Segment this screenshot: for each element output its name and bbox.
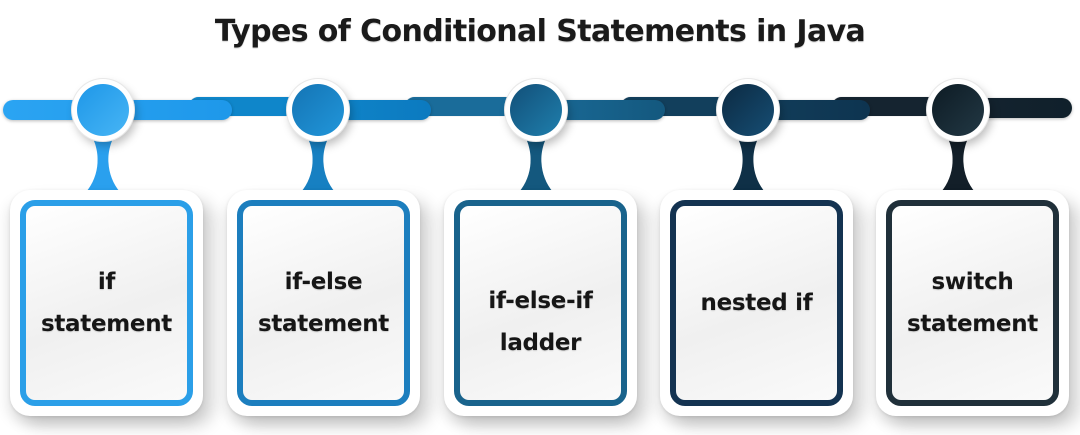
node-circle bbox=[292, 84, 344, 136]
card-if-else-if-ladder: if-else-if ladder bbox=[444, 190, 637, 416]
card-label: if-else-if ladder bbox=[488, 280, 593, 364]
timeline-node-switch-statement bbox=[927, 79, 989, 141]
card-frame: if statement bbox=[20, 200, 193, 406]
card-label: if statement bbox=[41, 261, 172, 345]
card-label-line: statement bbox=[40, 311, 173, 337]
card-switch-statement: switch statement bbox=[876, 190, 1069, 416]
card-label-line: nested if bbox=[700, 290, 813, 316]
card-label: switch statement bbox=[907, 261, 1038, 345]
card-nested-if: nested if bbox=[660, 190, 853, 416]
node-stem bbox=[86, 134, 120, 192]
card-label-line: if-else bbox=[284, 269, 363, 295]
card-if-statement: if statement bbox=[10, 190, 203, 416]
page-title: Types of Conditional Statements in Java bbox=[214, 14, 866, 49]
card-label-line: switch bbox=[931, 269, 1014, 295]
card-frame: nested if bbox=[670, 200, 843, 406]
node-circle bbox=[77, 84, 129, 136]
timeline-node-if-statement bbox=[72, 79, 134, 141]
timeline-node-if-else-if-ladder bbox=[505, 79, 567, 141]
card-label-line: if-else-if bbox=[488, 288, 593, 314]
node-circle bbox=[722, 84, 774, 136]
node-stem bbox=[301, 134, 335, 192]
card-frame: if-else statement bbox=[237, 200, 410, 406]
card-label: if-else statement bbox=[258, 261, 389, 345]
timeline-node-if-else-statement bbox=[287, 79, 349, 141]
node-stem bbox=[519, 134, 553, 192]
card-frame: if-else-if ladder bbox=[454, 200, 627, 406]
node-circle bbox=[932, 84, 984, 136]
card-label-line: if bbox=[97, 269, 116, 295]
node-circle bbox=[510, 84, 562, 136]
card-if-else-statement: if-else statement bbox=[227, 190, 420, 416]
card-label-line: statement bbox=[906, 311, 1039, 337]
card-frame: switch statement bbox=[886, 200, 1059, 406]
card-label-line: statement bbox=[257, 311, 390, 337]
node-stem bbox=[731, 134, 765, 192]
card-label-line: ladder bbox=[499, 330, 582, 356]
node-stem bbox=[941, 134, 975, 192]
timeline-node-nested-if bbox=[717, 79, 779, 141]
card-label: nested if bbox=[701, 282, 813, 324]
